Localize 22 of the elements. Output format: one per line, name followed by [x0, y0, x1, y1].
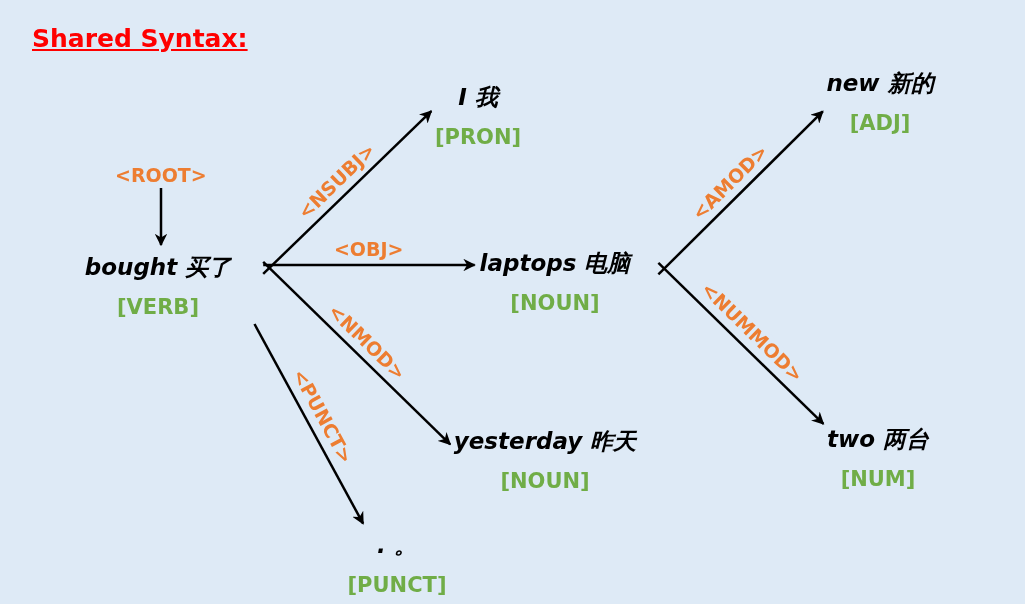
word-text: two 两台	[826, 425, 930, 454]
pos-tag: [VERB]	[84, 290, 232, 324]
arrow	[657, 262, 825, 425]
pos-tag: [PUNCT]	[347, 568, 447, 602]
arrow	[253, 323, 365, 525]
pos-tag: [NOUN]	[479, 286, 631, 320]
word-text: new 新的	[826, 69, 934, 98]
arrow	[154, 188, 168, 247]
arrow	[657, 110, 824, 276]
arrow	[262, 110, 433, 275]
pos-tag: [PRON]	[434, 120, 522, 154]
pos-tag: [NUM]	[826, 462, 930, 496]
arrow	[263, 258, 476, 272]
word-text: yesterday 昨天	[453, 427, 637, 456]
word-text: bought 买了	[84, 253, 232, 282]
word-text: laptops 电脑	[479, 249, 631, 278]
pos-tag: [NOUN]	[453, 464, 637, 498]
title: Shared Syntax:	[32, 24, 248, 53]
pos-tag: [ADJ]	[826, 106, 934, 140]
word-text: . 。	[376, 531, 418, 560]
arrow	[262, 261, 452, 446]
word-text: I 我	[434, 80, 522, 114]
